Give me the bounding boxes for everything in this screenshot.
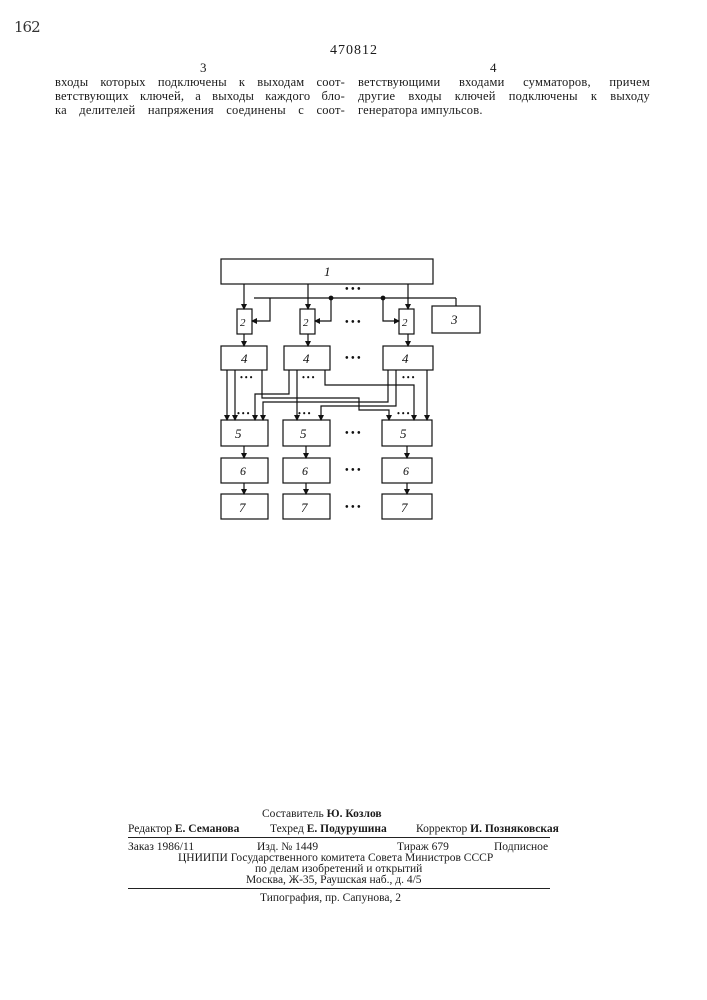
label-block-2: 2 (303, 317, 309, 329)
techred-name: Е. Подурушина (307, 823, 387, 835)
org-line-3: Москва, Ж-35, Раушская наб., д. 4/5 (246, 874, 422, 886)
corrector-label: Корректор (416, 823, 467, 835)
label-block-5: 5 (300, 426, 307, 441)
editor-name: Е. Семанова (175, 823, 240, 835)
ellipsis: • • • (345, 284, 361, 295)
label-block-7: 7 (301, 500, 308, 515)
ellipsis: • • • (402, 373, 415, 382)
ellipsis: • • • (237, 409, 250, 418)
ellipsis: • • • (345, 502, 361, 513)
label-block-6: 6 (302, 464, 308, 478)
divider (128, 837, 550, 838)
label-block-4: 4 (303, 351, 310, 366)
divider (128, 888, 550, 889)
ellipsis: • • • (240, 373, 253, 382)
label-block-4: 4 (241, 351, 248, 366)
block-5 (221, 420, 268, 446)
ellipsis: • • • (345, 353, 361, 364)
label-block-6: 6 (403, 464, 409, 478)
techred-credit: Техред Е. Подурушина (270, 823, 387, 835)
compiler-line: Составитель Ю. Козлов (262, 808, 382, 820)
label-block-2: 2 (240, 317, 246, 329)
label-block-7: 7 (401, 500, 408, 515)
block-5 (382, 420, 432, 446)
label-block-6: 6 (240, 464, 246, 478)
subscription: Подписное (494, 841, 548, 853)
label-block-1: 1 (324, 264, 331, 279)
label-block-4: 4 (402, 351, 409, 366)
label-block-5: 5 (235, 426, 242, 441)
label-block-7: 7 (239, 500, 246, 515)
ellipsis: • • • (397, 409, 410, 418)
editor-credit: Редактор Е. Семанова (128, 823, 239, 835)
corrector-name: И. Позняковская (470, 823, 559, 835)
label-block-2: 2 (402, 317, 408, 329)
ellipsis: • • • (345, 428, 361, 439)
corrector-credit: Корректор И. Позняковская (416, 823, 559, 835)
printer-line: Типография, пр. Сапунова, 2 (260, 892, 401, 904)
ellipsis: • • • (345, 317, 361, 328)
block-5 (283, 420, 330, 446)
label-block-3: 3 (450, 312, 458, 327)
ellipsis: • • • (298, 409, 311, 418)
techred-label: Техред (270, 823, 304, 835)
compiler-name: Ю. Козлов (327, 808, 382, 820)
ellipsis: • • • (345, 465, 361, 476)
editor-label: Редактор (128, 823, 172, 835)
label-block-5: 5 (400, 426, 407, 441)
ellipsis: • • • (302, 373, 315, 382)
compiler-label: Составитель (262, 808, 324, 820)
